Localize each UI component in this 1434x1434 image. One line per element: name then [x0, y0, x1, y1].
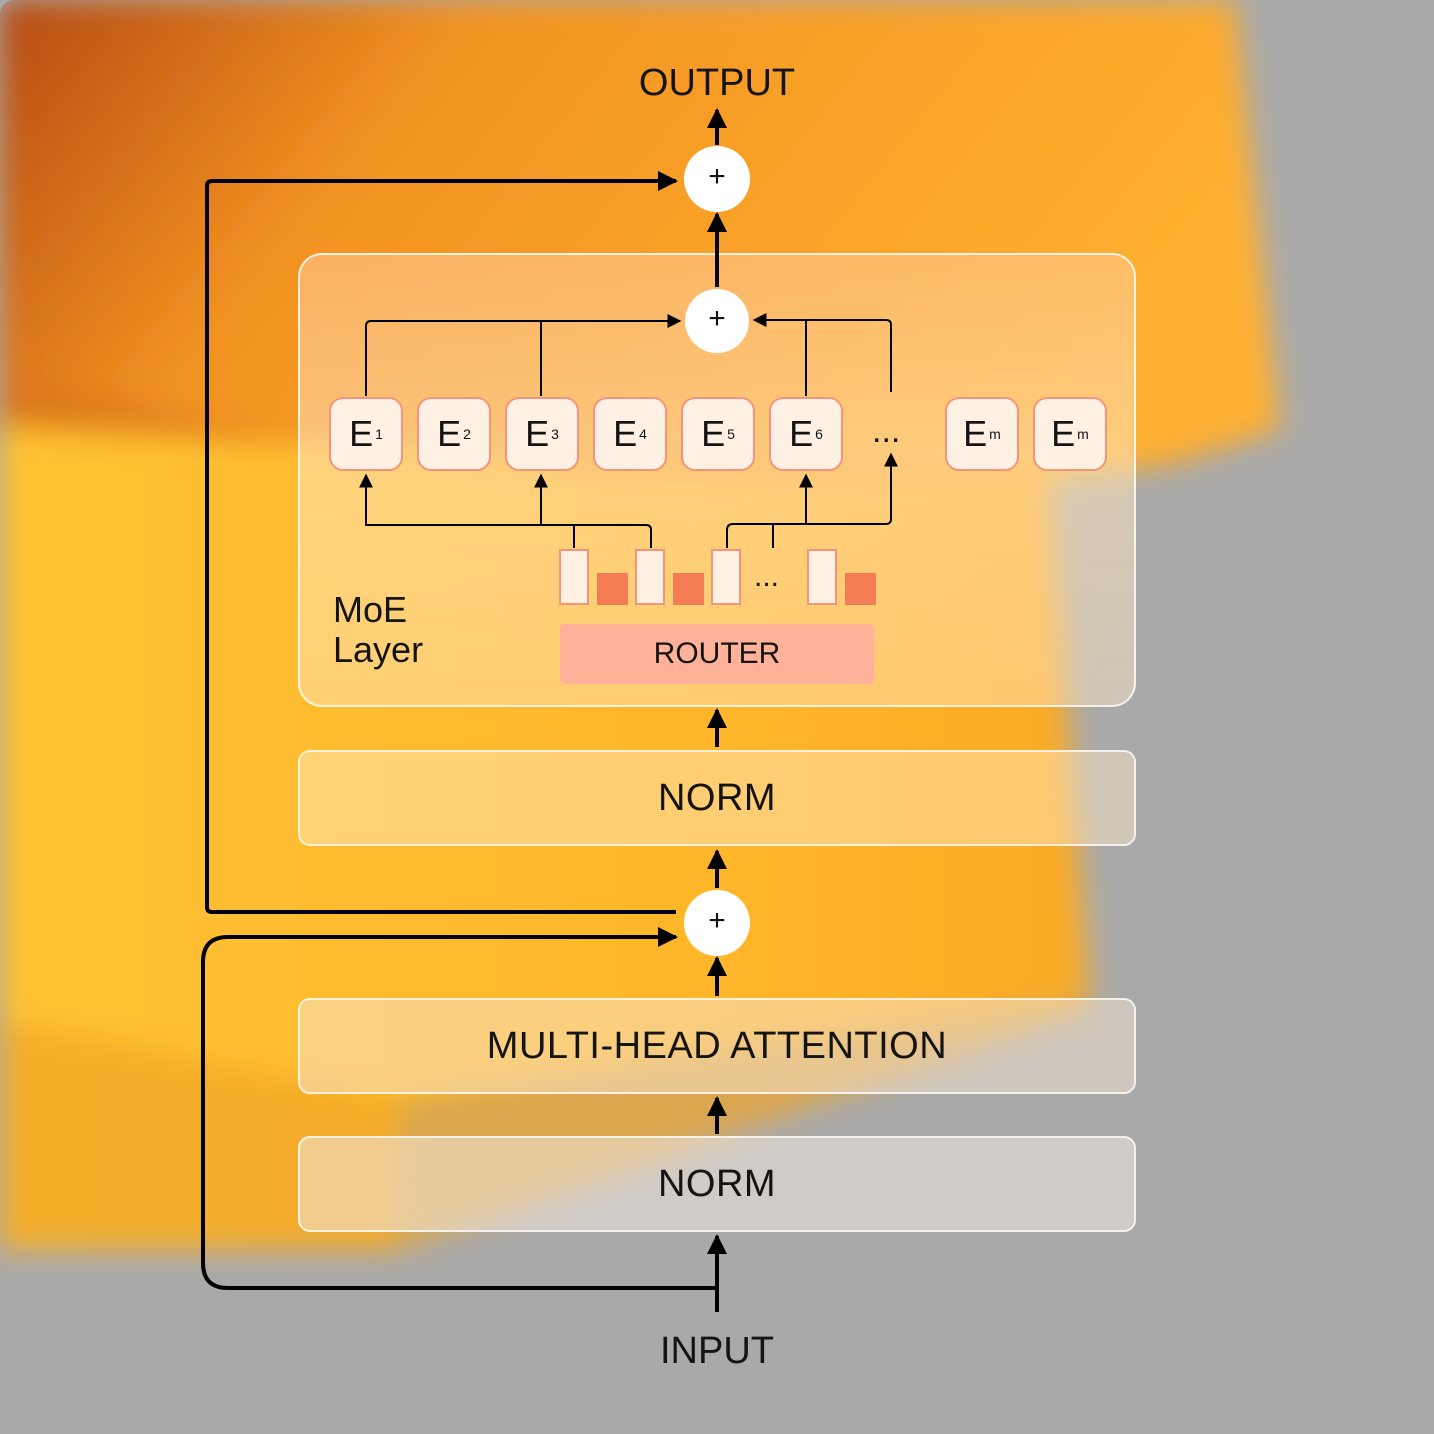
expert-subscript: 1 — [375, 426, 383, 442]
router-bar-4 — [673, 573, 704, 605]
expert-subscript: 6 — [815, 426, 823, 442]
norm-block-top: NORM — [298, 750, 1136, 846]
add-circle-output — [684, 146, 750, 212]
expert-letter: E — [701, 413, 726, 454]
route-bar2 — [574, 524, 652, 548]
expert-letter: E — [613, 413, 638, 454]
add-circle-attention — [684, 890, 750, 956]
output-label: OUTPUT — [638, 62, 796, 104]
attention-label: MULTI-HEAD ATTENTION — [486, 1024, 948, 1067]
expert-subscript: 4 — [639, 426, 647, 442]
router-bar-2 — [597, 573, 628, 605]
router-bar-5 — [711, 549, 741, 605]
expert-letter: E — [789, 413, 814, 454]
expert-letter: E — [963, 413, 988, 454]
expert-subscript: 3 — [551, 426, 559, 442]
plus-sign-output: + — [708, 160, 726, 193]
expert-letter: E — [1051, 413, 1076, 454]
expert-letter: E — [437, 413, 462, 454]
expert-letter: E — [349, 413, 374, 454]
input-label: INPUT — [660, 1330, 774, 1372]
router-bar-3 — [635, 549, 665, 605]
router-bar-7 — [845, 573, 876, 605]
multi-head-attention-block: MULTI-HEAD ATTENTION — [298, 998, 1136, 1094]
experts-ellipsis: ... — [872, 412, 901, 450]
norm-top-label: NORM — [657, 776, 777, 819]
expert-subscript: m — [1077, 426, 1089, 442]
moe-layer-label: MoE Layer — [333, 590, 423, 670]
norm-block-bottom: NORM — [298, 1136, 1136, 1232]
plus-sign-experts: + — [708, 302, 726, 335]
expert-letter: E — [525, 413, 550, 454]
expert-subscript: m — [989, 426, 1001, 442]
router-block: ROUTER — [560, 624, 874, 684]
router-bars-ellipsis: ... — [754, 560, 780, 593]
router-bar-1 — [559, 549, 589, 605]
moe-label-line1: MoE — [333, 589, 408, 630]
expert-subscript: 2 — [463, 426, 471, 442]
route-to-e1 — [359, 473, 575, 548]
line-e1-to-sum — [365, 314, 682, 396]
line-more-to-sum — [752, 313, 892, 392]
moe-label-line2: Layer — [333, 629, 424, 670]
norm-bottom-label: NORM — [657, 1162, 777, 1205]
residual-add-to-output — [205, 171, 678, 914]
plus-sign-attention: + — [708, 904, 726, 937]
residual-input-to-add — [201, 927, 717, 1290]
router-label: ROUTER — [653, 637, 781, 670]
add-circle-experts — [685, 289, 749, 353]
route-to-more — [726, 452, 898, 548]
router-bar-6 — [807, 549, 837, 605]
expert-subscript: 5 — [727, 426, 735, 442]
